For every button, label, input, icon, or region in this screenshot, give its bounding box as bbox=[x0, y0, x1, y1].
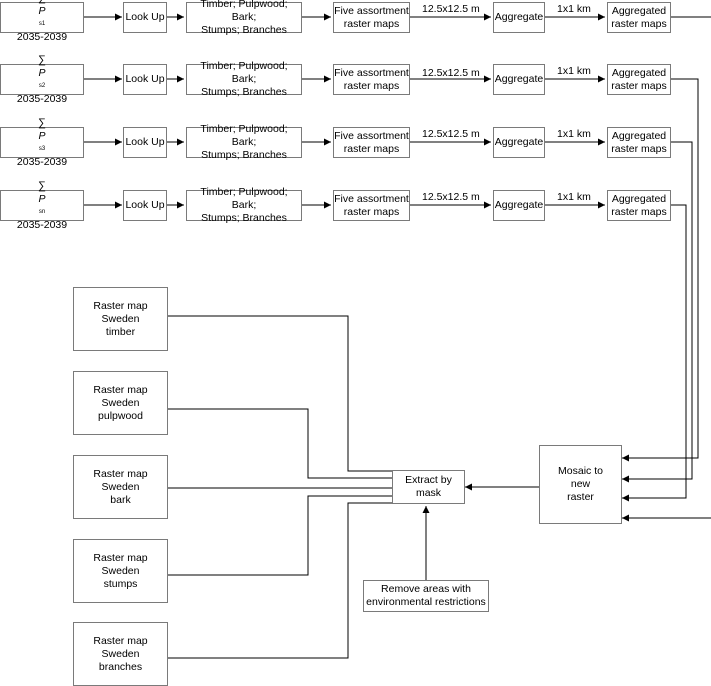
row2-assortments-box: Timber; Pulpwood; Bark;Stumps; Branches bbox=[186, 60, 302, 98]
row1-resolution-coarse-label: 1x1 km bbox=[557, 3, 591, 15]
row3-aggregate-box: Aggregate bbox=[493, 127, 545, 158]
row3-resolution-coarse-label: 1x1 km bbox=[557, 128, 591, 140]
row2-lookup-box: Look Up bbox=[123, 64, 167, 95]
row3-lookup-box: Look Up bbox=[123, 127, 167, 158]
row3-assortments-box: Timber; Pulpwood; Bark;Stumps; Branches bbox=[186, 123, 302, 161]
row1-assortments-box: Timber; Pulpwood; Bark;Stumps; Branches bbox=[186, 0, 302, 36]
row2-aggregate-box: Aggregate bbox=[493, 64, 545, 95]
row1-lookup-box: Look Up bbox=[123, 2, 167, 33]
row3-resolution-fine-label: 12.5x12.5 m bbox=[422, 128, 480, 140]
row4-assortments-box: Timber; Pulpwood; Bark;Stumps; Branches bbox=[186, 186, 302, 224]
timber-to-extract-line bbox=[168, 315, 392, 472]
row2-resolution-coarse-label: 1x1 km bbox=[557, 65, 591, 77]
pulpwood-to-extract-line bbox=[168, 408, 392, 479]
row4-resolution-coarse-label: 1x1 km bbox=[557, 191, 591, 203]
row2-resolution-fine-label: 12.5x12.5 m bbox=[422, 67, 480, 79]
row1-resolution-fine-label: 12.5x12.5 m bbox=[422, 3, 480, 15]
row4-to-mosaic-line bbox=[622, 204, 687, 502]
row2-to-mosaic-line bbox=[622, 78, 699, 462]
row3-to-mosaic-line bbox=[622, 141, 693, 483]
row4-resolution-fine-label: 12.5x12.5 m bbox=[422, 191, 480, 203]
branches-to-extract-line bbox=[168, 502, 392, 659]
row4-aggregate-box: Aggregate bbox=[493, 190, 545, 221]
row1-aggregate-box: Aggregate bbox=[493, 2, 545, 33]
row4-lookup-box: Look Up bbox=[123, 190, 167, 221]
stumps-to-extract-line bbox=[168, 495, 392, 576]
